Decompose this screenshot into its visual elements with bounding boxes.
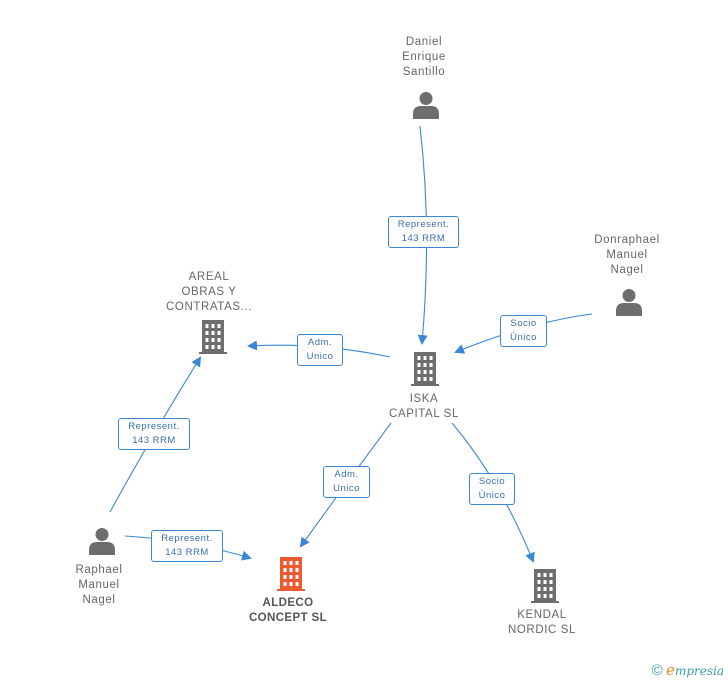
edge-label-iska-kendal: Socio Único <box>469 473 515 505</box>
edge-label-iska-aldeco: Adm. Unico <box>323 466 370 498</box>
edge-label-iska-areal: Adm. Unico <box>297 334 343 366</box>
person-icon[interactable] <box>614 287 644 317</box>
building-icon[interactable] <box>276 557 306 591</box>
node-label-iska: ISKA CAPITAL SL <box>389 393 459 420</box>
edge-label-raphael-aldeco: Represent. 143 RRM <box>151 530 223 562</box>
node-label-raphael: Raphael Manuel Nagel <box>75 564 123 606</box>
node-label-aldeco: ALDECO CONCEPT SL <box>248 597 328 624</box>
empresia-watermark: © empresia <box>652 661 724 679</box>
copyright-symbol: © <box>651 662 663 679</box>
brand-logo: empresia <box>666 661 724 679</box>
edge-label-raphael-areal: Represent. 143 RRM <box>118 418 190 450</box>
node-label-donraphael: Donraphael Manuel Nagel <box>594 234 660 276</box>
node-label-areal: AREAL OBRAS Y CONTRATAS... <box>166 271 252 313</box>
node-label-daniel: Daniel Enrique Santillo <box>402 36 446 78</box>
edge-label-donraphael-iska: Socio Único <box>500 315 547 347</box>
building-icon[interactable] <box>530 569 560 603</box>
node-label-kendal: KENDAL NORDIC SL <box>507 609 577 636</box>
person-icon[interactable] <box>87 526 117 556</box>
building-icon[interactable] <box>198 320 228 354</box>
building-icon[interactable] <box>410 352 440 386</box>
person-icon[interactable] <box>411 90 441 120</box>
edge-label-daniel-iska: Represent. 143 RRM <box>388 216 459 248</box>
